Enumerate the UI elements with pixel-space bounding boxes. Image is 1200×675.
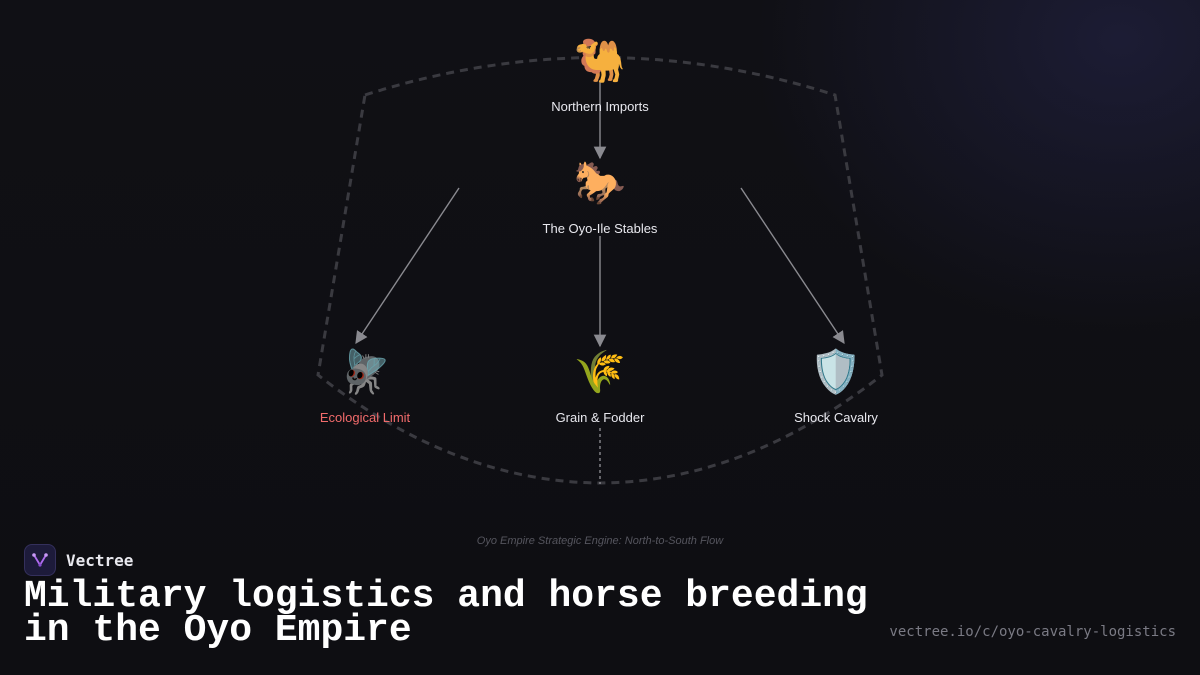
boundary-outline <box>316 56 884 485</box>
brand[interactable]: Vectree <box>24 544 133 576</box>
node-label: Grain & Fodder <box>555 410 645 425</box>
grain-icon: 🌾 <box>573 347 627 396</box>
vectree-logo-icon <box>24 544 56 576</box>
page-title: Military logistics and horse breeding in… <box>24 575 868 652</box>
edge-stables-to-ecological-limit <box>355 187 460 345</box>
diagram-caption: Oyo Empire Strategic Engine: North-to-So… <box>476 535 724 547</box>
edge-stables-to-shock-cavalry <box>740 187 845 345</box>
brand-name: Vectree <box>66 550 134 570</box>
node-oyo-ile-stables[interactable]: 🐎 The Oyo-Ile Stables <box>510 158 690 237</box>
node-shock-cavalry[interactable]: 🛡️ Shock Cavalry <box>746 347 926 426</box>
camel-icon: 🐫 <box>573 36 627 85</box>
node-label: Northern Imports <box>551 99 649 114</box>
node-label: Ecological Limit <box>319 410 411 425</box>
fly-icon: 🪰 <box>338 347 392 396</box>
node-grain-fodder[interactable]: 🌾 Grain & Fodder <box>510 347 690 426</box>
node-label: The Oyo-Ile Stables <box>542 221 658 236</box>
node-label: Shock Cavalry <box>794 410 878 425</box>
horse-icon: 🐎 <box>573 158 627 207</box>
shield-icon: 🛡️ <box>809 347 863 396</box>
node-ecological-limit[interactable]: 🪰 Ecological Limit <box>275 347 455 426</box>
node-northern-imports[interactable]: 🐫 Northern Imports <box>510 36 690 115</box>
page-url[interactable]: vectree.io/c/oyo-cavalry-logistics <box>889 624 1176 640</box>
